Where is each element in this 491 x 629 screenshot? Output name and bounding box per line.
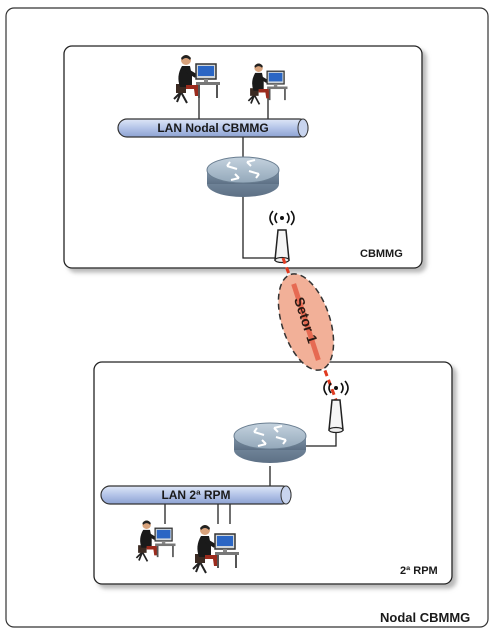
router-icon — [234, 423, 306, 463]
footer-label: Nodal CBMMG — [380, 610, 470, 625]
site-label-bottom: 2ª RPM — [400, 565, 438, 577]
router-icon — [207, 157, 279, 197]
site-label-top: CBMMG — [360, 248, 403, 260]
lan-bottom-label: LAN 2ª RPM — [113, 486, 279, 504]
lan-top-label: LAN Nodal CBMMG — [130, 119, 296, 137]
site-box-2rpm — [94, 362, 452, 584]
